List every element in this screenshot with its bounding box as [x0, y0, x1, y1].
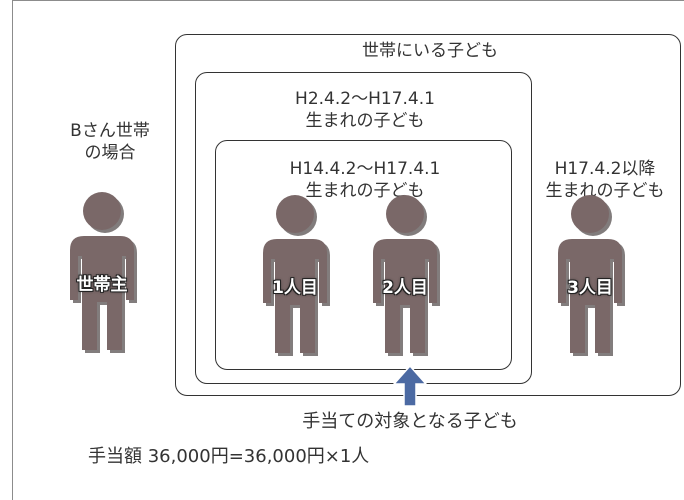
person-householder: 世帯主 — [62, 190, 142, 360]
inner-box-h14-h17 — [215, 140, 512, 370]
person-child-2-label: 2人目 — [382, 278, 428, 298]
person-child-2: 2人目 — [365, 193, 445, 363]
target-children-caption: 手当ての対象となる子ども — [302, 411, 518, 432]
outside-range-label: H17.4.2以降 生まれの子ども — [545, 159, 665, 201]
frame-top-border — [12, 0, 684, 1]
middle-box-label: H2.4.2～H17.4.1 生まれの子ども — [295, 89, 435, 131]
person-icon — [373, 195, 440, 356]
person-child-3-label: 3人目 — [567, 278, 613, 298]
person-icon — [263, 195, 330, 356]
person-icon — [70, 192, 137, 353]
household-label: Bさん世帯 の場合 — [70, 121, 150, 163]
allowance-amount-caption: 手当額 36,000円=36,000円×1人 — [88, 446, 370, 467]
frame-left-border — [12, 0, 13, 500]
inner-box-label: H14.4.2～H17.4.1 生まれの子ども — [289, 159, 441, 201]
outer-box-label: 世帯にいる子ども — [362, 41, 498, 61]
person-child-3: 3人目 — [550, 193, 630, 363]
person-householder-label: 世帯主 — [76, 275, 128, 295]
middle-box-h2-h17 — [195, 72, 532, 384]
outer-box-household-children — [175, 34, 681, 396]
person-child-1: 1人目 — [255, 193, 335, 363]
up-arrow-icon — [392, 364, 428, 407]
person-child-1-label: 1人目 — [272, 278, 318, 298]
person-icon — [558, 195, 625, 356]
